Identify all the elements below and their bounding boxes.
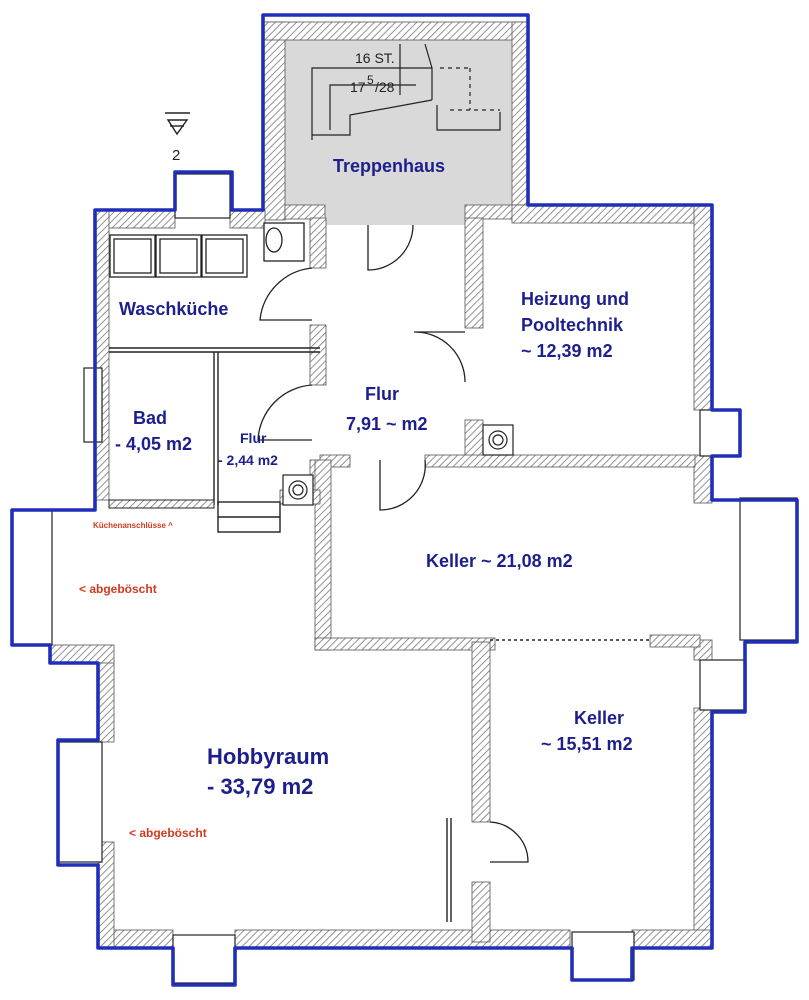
level-marker-icon xyxy=(165,112,190,136)
room-keller-big: Keller ~ 21,08 m2 xyxy=(426,551,573,571)
room-hobbyraum-area: - 33,79 m2 xyxy=(207,774,313,799)
building-outline xyxy=(10,13,799,987)
room-flur-small-area: - 2,44 m2 xyxy=(218,452,278,468)
room-flur-small-line1: Flur xyxy=(240,430,267,446)
stairwell-lower xyxy=(325,215,465,225)
stair-steps-label: 16 ST. xyxy=(355,50,395,66)
room-bad-line1: Bad xyxy=(133,408,167,428)
note-abgeboescht-2: < abgeböscht xyxy=(129,826,207,840)
stair-height-sup: 5 xyxy=(367,73,374,87)
room-flur-main-line1: Flur xyxy=(365,384,399,404)
room-heizung-line2: Pooltechnik xyxy=(521,315,624,335)
room-heizung-area: ~ 12,39 m2 xyxy=(521,341,613,361)
kitchen-connection-strip xyxy=(108,499,215,509)
room-keller-small-area: ~ 15,51 m2 xyxy=(541,734,633,754)
room-keller-small-line1: Keller xyxy=(574,708,624,728)
laundry-fixtures xyxy=(109,222,305,278)
room-hobbyraum-line1: Hobbyraum xyxy=(207,744,329,769)
room-bad-area: - 4,05 m2 xyxy=(115,434,192,454)
note-kuechenanschluesse: Küchenanschlüsse ^ xyxy=(93,521,173,530)
stair-height-fraction: /28 xyxy=(375,79,395,95)
room-flur-main-area: 7,91 ~ m2 xyxy=(346,414,428,434)
note-abgeboescht-1: < abgeböscht xyxy=(79,582,157,596)
door-swings xyxy=(257,224,529,863)
stairs xyxy=(311,43,501,140)
room-waschkueche: Waschküche xyxy=(119,299,228,319)
windows xyxy=(11,173,798,984)
partitions xyxy=(109,347,650,922)
stair-height-main: 17 xyxy=(350,79,366,95)
stairwell-area xyxy=(285,38,513,218)
floor-drains xyxy=(282,424,514,506)
level-marker-label: 2 xyxy=(172,147,180,164)
room-heizung-line1: Heizung und xyxy=(521,289,629,309)
room-treppenhaus: Treppenhaus xyxy=(333,156,445,176)
